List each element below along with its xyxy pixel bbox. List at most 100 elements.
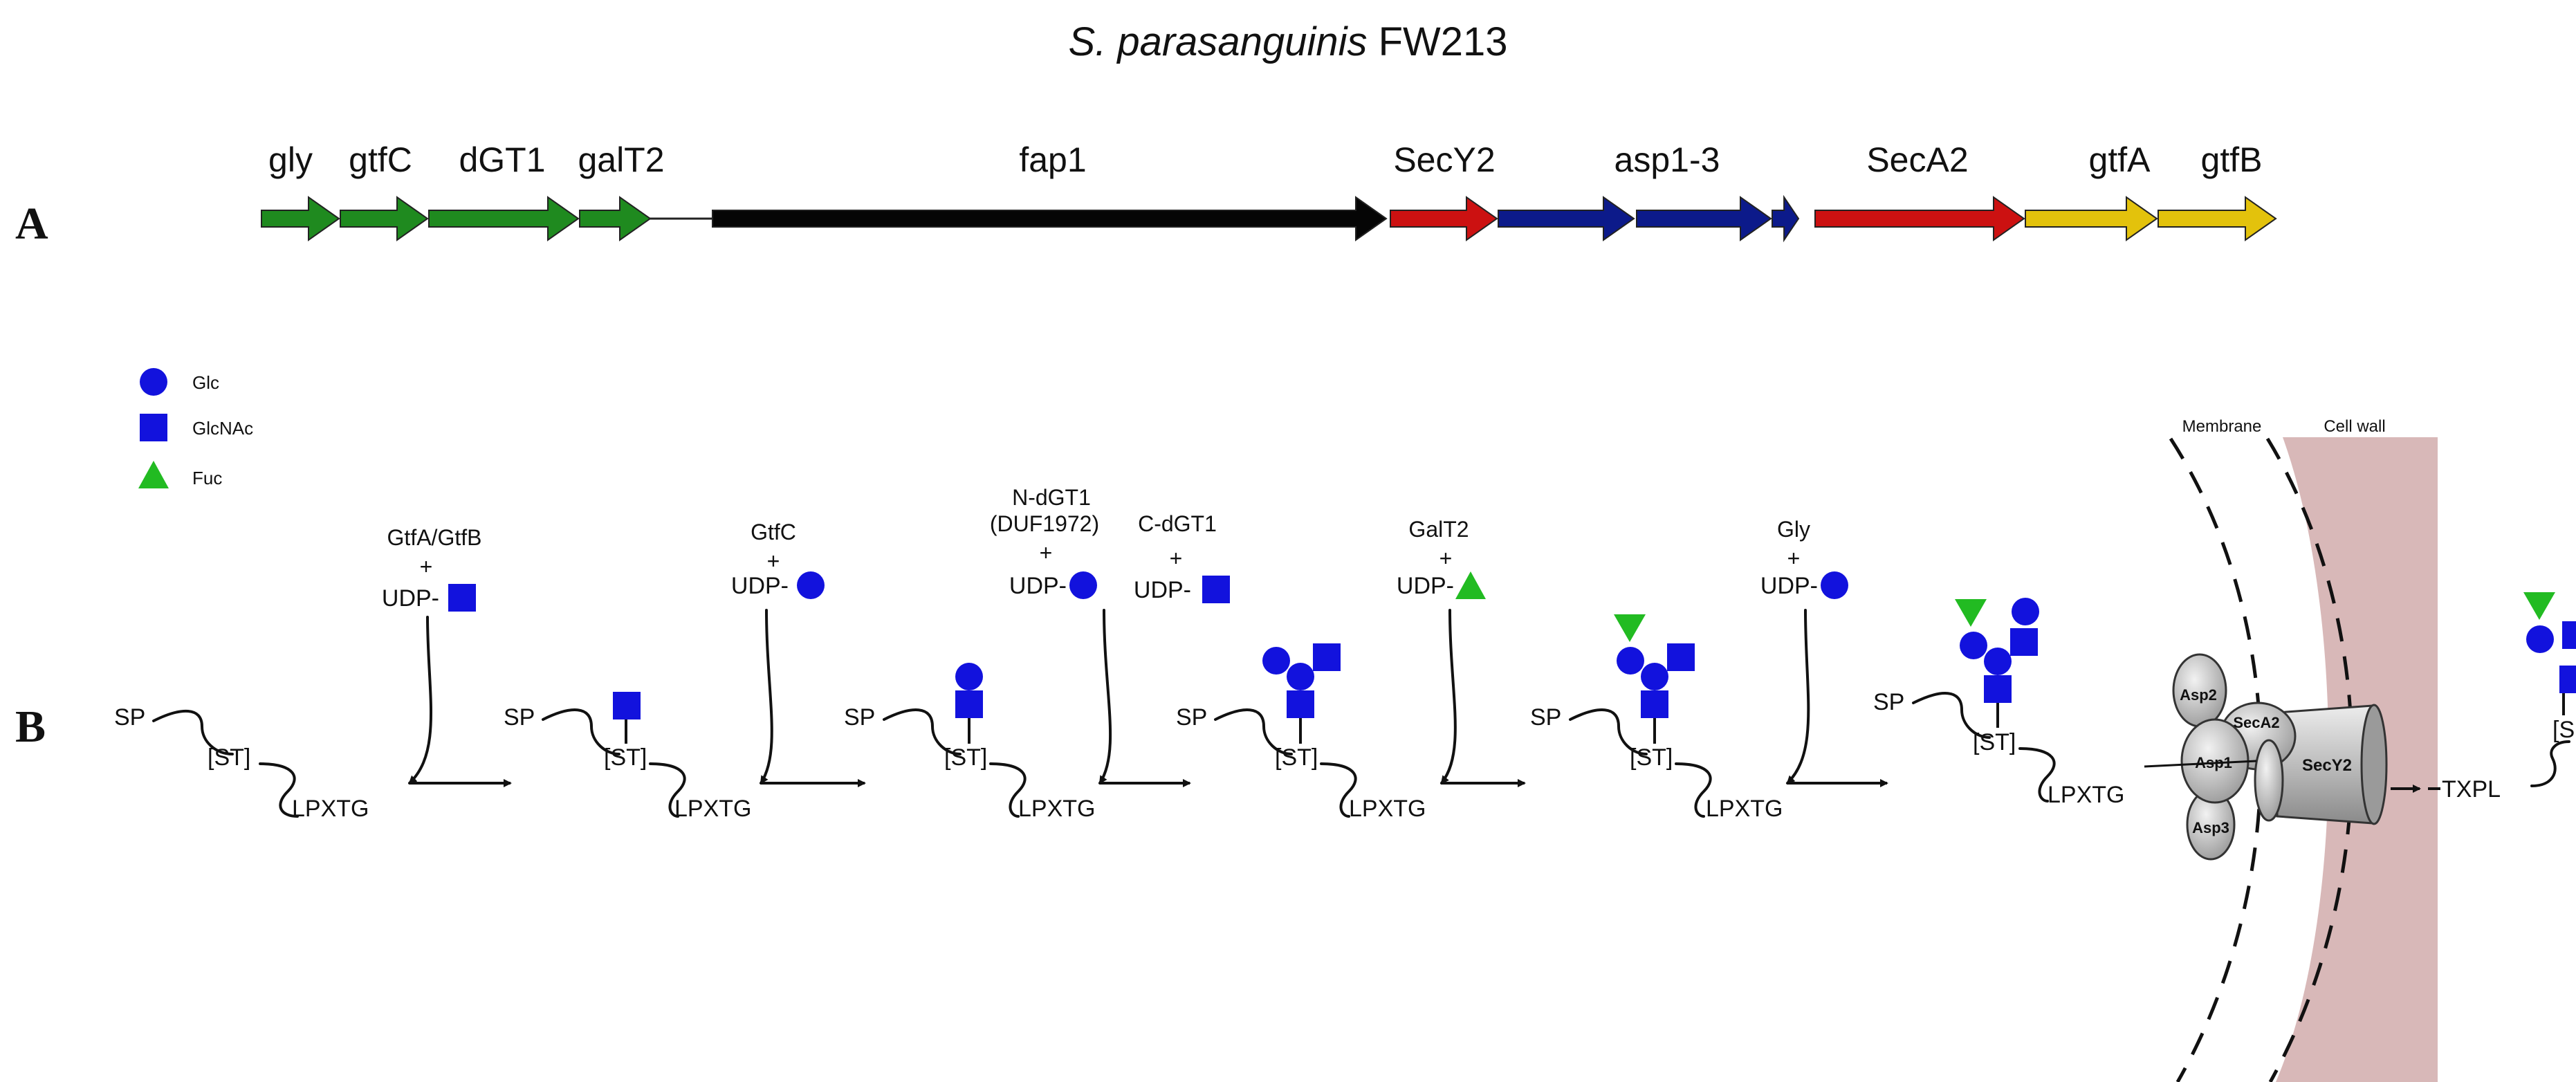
st-label: [ST] — [944, 744, 987, 771]
udp-label: UDP- — [1134, 577, 1191, 603]
glcnac-square-icon — [2010, 628, 2038, 656]
cell-wall-label: Cell wall — [2324, 417, 2385, 436]
sp-label: SP — [1873, 689, 1904, 715]
gene-arrow-gtfa — [2025, 196, 2158, 241]
glcnac-square-icon — [1313, 643, 1341, 671]
panel-label-b: B — [15, 702, 46, 752]
glc-circle-icon — [1069, 571, 1097, 599]
seca2-label: SecA2 — [2233, 714, 2279, 731]
st-label-partial: [S — [2552, 717, 2575, 743]
glcnac-square-icon — [2562, 621, 2576, 649]
plus-sign: + — [1040, 540, 1053, 565]
udp-label: UDP- — [1760, 573, 1818, 599]
substrate-stage-1: SP [ST] LPXTG — [504, 692, 751, 822]
reaction-arrow — [760, 609, 773, 785]
lpxtg-label: LPXTG — [1018, 796, 1095, 822]
gene-label-gtfb: gtfB — [2201, 140, 2263, 179]
reaction-arrow — [1440, 609, 1457, 785]
txpl-label: TXPL — [2442, 776, 2501, 803]
secy2-channel-face — [2360, 704, 2388, 825]
glc-circle-icon — [2012, 598, 2039, 625]
secy2-label: SecY2 — [2302, 756, 2352, 775]
substrate-stage-0: SP [ST] LPXTG — [114, 704, 369, 822]
gene-cluster: gly gtfC dGT1 galT2 fap1 SecY2 asp1-3 Se… — [261, 140, 2277, 243]
glc-circle-icon — [1262, 647, 1290, 675]
glcnac-square-icon — [613, 692, 641, 719]
enzyme-step-4: GalT2 + UDP- — [1397, 517, 1526, 787]
glcnac-square-icon — [2559, 666, 2576, 693]
glc-circle-icon — [797, 571, 825, 599]
asp1-label: Asp1 — [2195, 754, 2232, 771]
inner-membrane-line — [2169, 437, 2263, 1082]
fuc-triangle-icon — [1614, 614, 1646, 642]
gene-label-seca2: SecA2 — [1866, 140, 1968, 179]
reaction-arrow — [1786, 609, 1810, 785]
gene-arrow-seca2 — [1814, 196, 2025, 241]
enzyme-galt2: GalT2 — [1408, 517, 1469, 542]
enzyme-gly: Gly — [1777, 517, 1810, 542]
gene-arrow-gly — [261, 196, 340, 241]
asp3-label: Asp3 — [2192, 819, 2229, 836]
enzyme-gtfc: GtfC — [751, 520, 796, 544]
export-path — [2144, 760, 2257, 768]
legend: Glc GlcNAc Fuc — [138, 368, 253, 488]
membrane-label: Membrane — [2182, 417, 2262, 436]
gene-label-dgt1: dGT1 — [459, 140, 545, 179]
substrate-stage-3: SP [ST] LPXTG — [1176, 643, 1426, 822]
gene-labels: gly gtfC dGT1 galT2 fap1 SecY2 asp1-3 Se… — [268, 140, 2262, 179]
glcnac-square-icon — [140, 414, 167, 441]
sp-label: SP — [504, 704, 535, 731]
glc-circle-icon — [2526, 625, 2554, 653]
sp-label: SP — [844, 704, 875, 731]
panel-label-a: A — [15, 199, 48, 249]
figure-title: S. parasanguinis FW213 — [1068, 19, 1507, 64]
legend-item-glc: Glc — [140, 368, 219, 396]
st-label: [ST] — [1630, 744, 1673, 771]
lpxtg-label: LPXTG — [1706, 796, 1783, 822]
title-strain: FW213 — [1368, 19, 1508, 64]
secretion-machinery: Asp2 SecA2 Asp1 Asp3 SecY2 — [2144, 653, 2388, 861]
glcnac-square-icon — [448, 584, 476, 612]
enzyme-gtfa-gtfb: GtfA/GtfB — [387, 525, 482, 550]
legend-item-fuc: Fuc — [138, 461, 222, 488]
legend-item-glcnac: GlcNAc — [140, 414, 253, 441]
gene-arrow-asp1-3 — [1636, 196, 1772, 241]
glcnac-square-icon — [1287, 690, 1314, 718]
legend-label-fuc: Fuc — [192, 468, 222, 488]
enzyme-step-1: GtfA/GtfB + UDP- — [382, 525, 512, 787]
gene-label-secy2: SecY2 — [1393, 140, 1495, 179]
reaction-arrow — [408, 616, 433, 785]
sp-label: SP — [1176, 704, 1207, 731]
fuc-triangle-icon — [138, 461, 169, 488]
legend-label-glcnac: GlcNAc — [192, 418, 253, 439]
gene-label-gtfc: gtfC — [349, 140, 412, 179]
lpxtg-label: LPXTG — [292, 796, 369, 822]
gene-arrow-gtfc — [340, 196, 429, 241]
glc-circle-icon — [1287, 663, 1314, 690]
title-species: S. parasanguinis — [1068, 19, 1367, 64]
lpxtg-label: LPXTG — [2048, 782, 2124, 808]
gene-label-asp1-3: asp1-3 — [1614, 140, 1720, 179]
asp2-label: Asp2 — [2180, 686, 2217, 704]
substrate-stage-5: SP [ST] LPXTG — [1873, 598, 2124, 808]
gene-label-gtfa: gtfA — [2089, 140, 2151, 179]
glcnac-square-icon — [955, 690, 983, 718]
gene-arrow-asp1-3 — [1498, 196, 1635, 241]
gene-arrow-asp1-3 — [1772, 194, 1800, 243]
plus-sign: + — [1439, 546, 1453, 571]
glc-circle-icon — [1641, 663, 1668, 690]
seca2-lobe — [2254, 739, 2284, 822]
st-label: [ST] — [1973, 729, 2016, 755]
gene-arrow-galt2 — [579, 196, 652, 241]
udp-label: UDP- — [731, 573, 789, 599]
gene-label-gly: gly — [268, 140, 313, 179]
glc-circle-icon — [140, 368, 167, 396]
gene-arrow-gtfb — [2158, 196, 2277, 241]
fuc-triangle-icon — [1455, 571, 1486, 599]
gene-label-galt2: galT2 — [578, 140, 664, 179]
glcnac-square-icon — [1641, 690, 1668, 718]
legend-label-glc: Glc — [192, 372, 219, 393]
glcnac-square-icon — [1667, 643, 1695, 671]
fuc-triangle-icon — [1955, 599, 1987, 627]
